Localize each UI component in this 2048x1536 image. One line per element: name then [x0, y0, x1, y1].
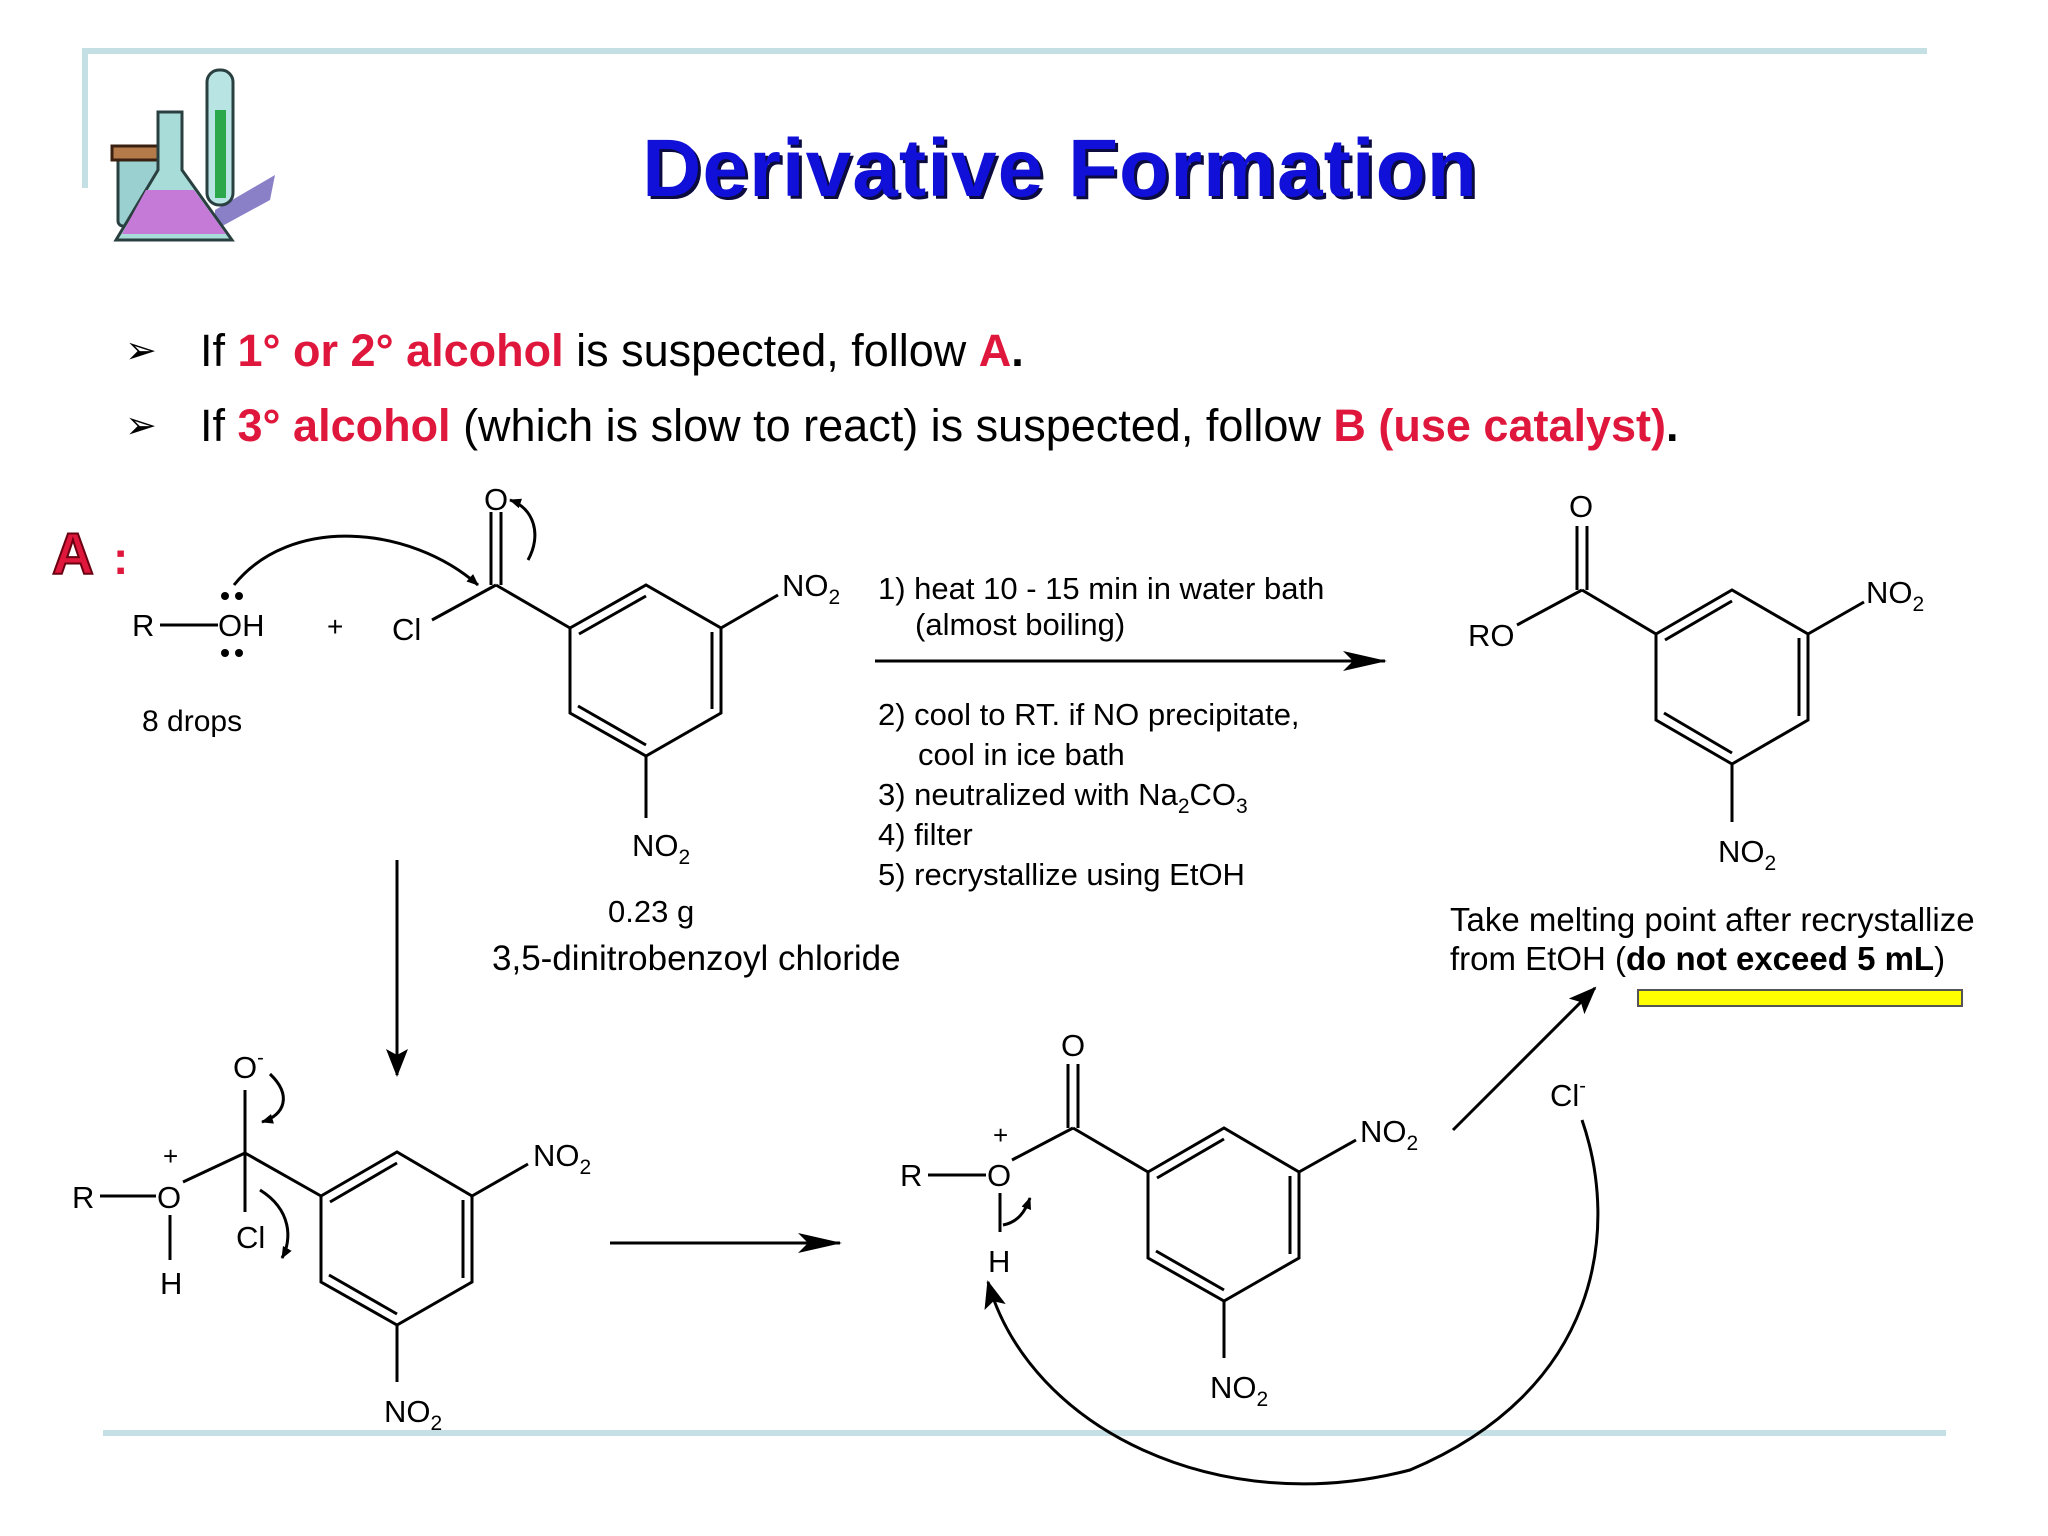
bond: [1072, 1126, 1149, 1174]
oxide-label: O-: [233, 1047, 264, 1085]
step-text: (almost boiling): [915, 607, 1125, 642]
bullet-list: ➢ If 1° or 2° alcohol is suspected, foll…: [125, 320, 1679, 470]
slide-title: Derivative Formation: [642, 123, 1478, 214]
bond: [1581, 588, 1657, 636]
r-group-label: R: [900, 1158, 922, 1193]
step-text: 4) filter: [878, 817, 973, 852]
bullet-end: .: [1666, 400, 1679, 451]
arrow-bullet-icon: ➢: [125, 330, 157, 372]
oxygen-label: O: [1569, 489, 1593, 524]
chloride-label: Cl-: [1550, 1075, 1586, 1113]
note-line: Take melting point after recrystallize: [1450, 901, 1975, 938]
oxygen-label: O: [987, 1158, 1011, 1193]
nitro-label: NO2: [533, 1138, 591, 1179]
bond: [471, 1162, 529, 1198]
r-group-label: R: [72, 1180, 94, 1215]
nitro-label: NO2: [782, 568, 840, 609]
bond: [495, 583, 571, 630]
bullet-highlight: 1° or 2° alcohol: [237, 325, 564, 376]
curved-arrow: [1002, 1197, 1032, 1227]
bullet-text: is suspected, follow: [563, 325, 979, 376]
curved-arrow: [261, 1072, 285, 1124]
bullet-item: ➢ If 1° or 2° alcohol is suspected, foll…: [125, 320, 1679, 395]
slide-frame-bottom: [103, 1430, 1946, 1436]
ro-label: RO: [1468, 618, 1515, 653]
nitro-label: NO2: [1360, 1114, 1418, 1155]
step-text: 2) cool to RT. if NO precipitate,: [878, 697, 1300, 732]
bond: [244, 1151, 322, 1198]
bullet-highlight: B (use catalyst): [1333, 400, 1667, 451]
benzene-ring: [568, 583, 723, 758]
nitro-label: NO2: [632, 828, 690, 869]
bullet-highlight: A: [978, 325, 1012, 376]
nitro-label: NO2: [1866, 575, 1924, 616]
charge-plus: +: [163, 1141, 178, 1171]
hydrogen-label: H: [988, 1244, 1010, 1279]
charge-plus: +: [993, 1120, 1008, 1150]
note-line: from EtOH (do not exceed 5 mL): [1450, 940, 1945, 977]
step-text: 5) recrystallize using EtOH: [878, 857, 1245, 892]
arrow-bullet-icon: ➢: [125, 405, 157, 447]
reagent-name: 3,5-dinitrobenzoyl chloride: [492, 939, 901, 978]
reaction-arrow: [1451, 986, 1597, 1132]
bullet-text: (which is slow to react) is suspected, f…: [450, 400, 1334, 451]
bullet-end: .: [1011, 325, 1024, 376]
mass-label: 0.23 g: [608, 894, 694, 929]
curved-arrow: [984, 1119, 1600, 1486]
hydrogen-label: H: [160, 1266, 182, 1301]
chlorine-label: Cl: [236, 1220, 265, 1255]
r-group-label: R: [132, 608, 154, 643]
bond: [182, 1151, 246, 1184]
bullet-highlight: 3° alcohol: [237, 400, 451, 451]
oxygen-label: O: [484, 482, 508, 517]
step-text: 1) heat 10 - 15 min in water bath: [878, 571, 1324, 606]
bond: [1298, 1138, 1357, 1174]
lab-glassware-icon: [110, 68, 275, 242]
nitro-label: NO2: [1718, 834, 1776, 875]
bond: [720, 593, 779, 630]
bullet-item: ➢ If 3° alcohol (which is slow to react)…: [125, 395, 1679, 470]
step-text: cool in ice bath: [918, 737, 1125, 772]
section-label: A: [52, 522, 94, 587]
bond: [1011, 1126, 1074, 1162]
lone-pair-dots: [221, 592, 243, 657]
step-text: 3) neutralized with Na2CO3: [878, 777, 1248, 818]
benzene-ring: [1146, 1126, 1301, 1303]
oxygen-label: O: [1061, 1028, 1085, 1063]
curved-arrow: [509, 498, 537, 561]
benzene-ring: [319, 1150, 474, 1327]
reaction-conditions: 1) heat 10 - 15 min in water bath (almos…: [878, 571, 1324, 892]
plus-sign: +: [327, 611, 343, 642]
slide-frame-top: [82, 48, 1927, 54]
bond: [1516, 588, 1583, 627]
bullet-text: If: [200, 325, 238, 376]
slide-frame-left: [82, 48, 88, 188]
section-colon: :: [113, 532, 128, 584]
curved-arrow: [232, 534, 479, 587]
bond: [1807, 600, 1865, 636]
nitro-label: NO2: [384, 1394, 442, 1435]
oxygen-label: O: [157, 1180, 181, 1215]
highlight-marker: [1637, 989, 1963, 1007]
hydroxyl-label: OH: [218, 608, 265, 643]
chlorine-label: Cl: [392, 612, 421, 647]
benzene-ring: [1654, 588, 1810, 766]
nitro-label: NO2: [1210, 1370, 1268, 1411]
bullet-text: If: [200, 400, 238, 451]
bond: [431, 583, 497, 622]
drops-label: 8 drops: [142, 705, 242, 738]
curved-arrow: [259, 1188, 292, 1259]
